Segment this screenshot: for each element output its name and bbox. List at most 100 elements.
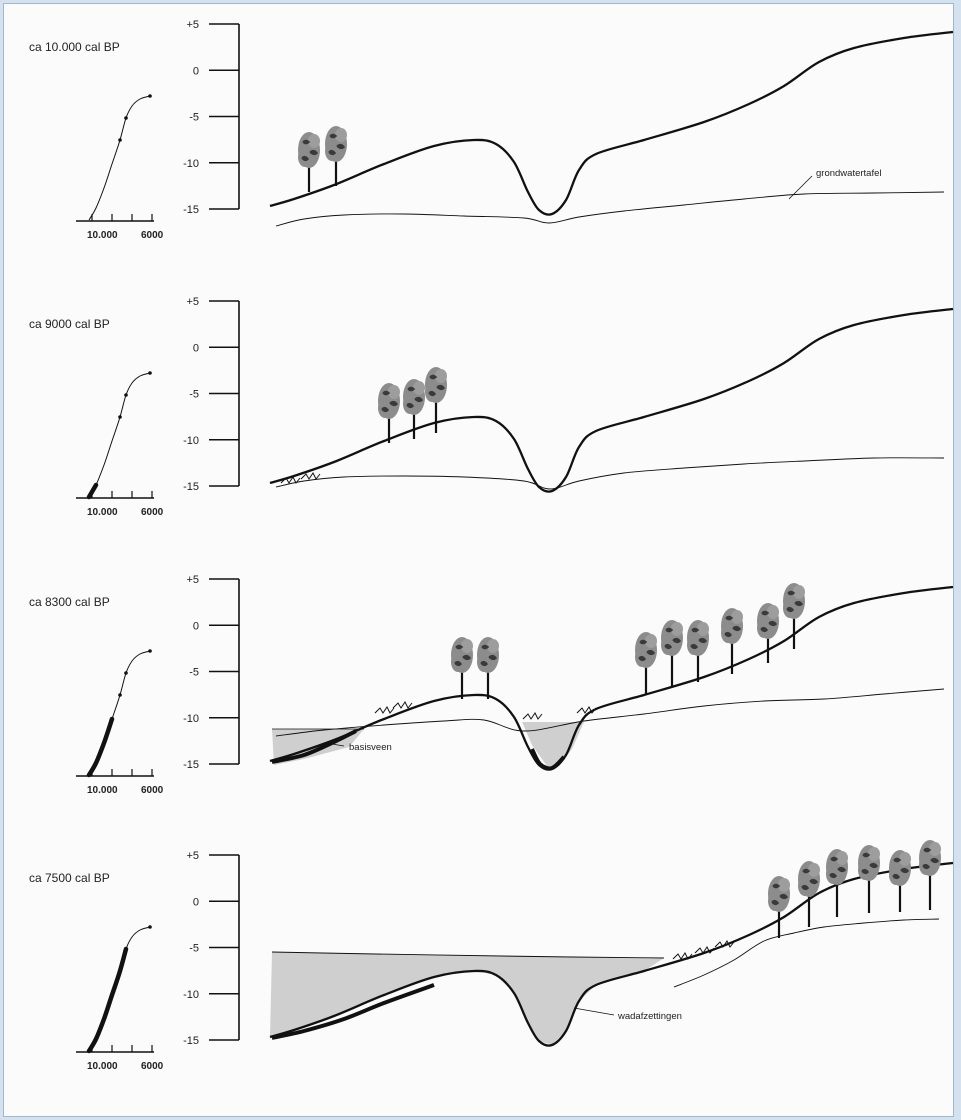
y-axis: +50-5-10-15	[183, 850, 240, 1047]
y-axis: +50-5-10-15	[183, 19, 240, 216]
profile: basisveen	[269, 583, 954, 771]
y-axis-tick-label: +5	[186, 574, 199, 586]
y-axis-tick-label: 0	[193, 896, 199, 908]
curve-point	[148, 925, 152, 929]
groundwater-line	[275, 457, 945, 490]
y-axis-tick-label: +5	[186, 296, 199, 308]
y-axis-tick-label: -5	[189, 389, 199, 401]
y-axis: +5 0 -5 -10 -15	[183, 574, 240, 771]
curve-point	[124, 671, 128, 675]
label-leader	[788, 175, 813, 200]
curve-tick-label-end: 6000	[141, 507, 164, 518]
channel-peat	[530, 748, 566, 771]
reed-symbol	[280, 476, 301, 484]
tree	[378, 383, 400, 443]
panel-title: ca 8300 cal BP	[29, 595, 110, 609]
tree	[768, 876, 790, 938]
curve-point	[124, 116, 128, 120]
label-leader	[325, 742, 345, 747]
curve-tick-label-end: 6000	[141, 230, 164, 241]
basal-peat	[271, 729, 357, 764]
y-axis-tick-label: 0	[193, 620, 199, 632]
reed-symbol	[522, 712, 543, 720]
y-axis-tick-label: -10	[183, 158, 199, 170]
terrain-line	[269, 307, 954, 493]
tree	[298, 132, 320, 192]
profile-panel: ca 8300 cal BP 10.000 6000 +5 0 -5 -10 -15 basis…	[4, 559, 954, 834]
panel-diagram: 10.000 6000 +5 0 -5 -10 -15 basisveen	[76, 574, 954, 796]
curve-tick-label-end: 6000	[141, 1061, 164, 1072]
groundwater-line	[673, 918, 940, 988]
reed-symbol	[392, 701, 413, 709]
y-axis-tick-label: +5	[186, 850, 199, 862]
profile	[269, 307, 954, 493]
tree	[425, 367, 447, 433]
tree	[826, 849, 848, 917]
reed-symbol	[694, 946, 715, 954]
reed-symbol	[714, 940, 735, 948]
tree	[477, 637, 499, 699]
curve-point	[118, 138, 122, 142]
label-groundwater: grondwatertafel	[816, 168, 881, 179]
y-axis-tick-label: -15	[183, 1035, 199, 1047]
sediment-base	[271, 983, 435, 1040]
label-basal-peat: basisveen	[349, 742, 392, 753]
sea-level-curve: 10.000 6000	[76, 649, 164, 796]
y-axis-tick-label: -15	[183, 204, 199, 216]
y-axis-tick-label: -15	[183, 481, 199, 493]
y-axis-tick-label: 0	[193, 342, 199, 354]
curve-point	[148, 371, 152, 375]
curve-point	[118, 415, 122, 419]
tree	[635, 632, 657, 694]
profile: wadafzettingen	[269, 840, 954, 1047]
curve-tick-label-start: 10.000	[87, 230, 118, 241]
profile: grondwatertafel	[269, 30, 954, 227]
sea-surface	[271, 951, 665, 959]
tree	[889, 850, 911, 912]
sea-level-curve: 10.000 6000	[76, 94, 164, 241]
tree	[757, 603, 779, 663]
tree	[798, 861, 820, 927]
reed-symbol	[672, 952, 693, 960]
y-axis-tick-label: -10	[183, 435, 199, 447]
tree	[858, 845, 880, 913]
label-leader	[573, 1007, 615, 1016]
groundwater-line	[275, 191, 945, 227]
y-axis-tick-label: -5	[189, 667, 199, 679]
groundwater-line	[275, 688, 945, 737]
y-axis-tick-label: -5	[189, 943, 199, 955]
tree	[451, 637, 473, 699]
curve-point	[118, 693, 122, 697]
terrain-line	[269, 861, 954, 1047]
curve-tick-label-start: 10.000	[87, 785, 118, 796]
tree	[783, 583, 805, 649]
terrain-line	[269, 30, 954, 216]
curve-progress	[86, 946, 129, 1054]
sea-water	[270, 952, 664, 1045]
y-axis: +5 0 -5 -10 -15	[183, 296, 240, 493]
curve-tick-label-start: 10.000	[87, 1061, 118, 1072]
water-body-channel	[522, 722, 584, 766]
curve-point	[148, 94, 152, 98]
curve-tick-label-end: 6000	[141, 785, 164, 796]
y-axis-tick-label: -15	[183, 759, 199, 771]
panel-title: ca 10.000 cal BP	[29, 40, 120, 54]
label-tidal-deposits: wadafzettingen	[617, 1011, 682, 1022]
panel-title: ca 9000 cal BP	[29, 317, 110, 331]
tree	[403, 379, 425, 439]
y-axis-tick-label: 0	[193, 65, 199, 77]
y-axis-tick-label: +5	[186, 19, 199, 31]
tree	[687, 620, 709, 682]
curve-point	[148, 649, 152, 653]
y-axis-tick-label: -10	[183, 713, 199, 725]
curve-line	[88, 95, 151, 221]
curve-point	[124, 393, 128, 397]
